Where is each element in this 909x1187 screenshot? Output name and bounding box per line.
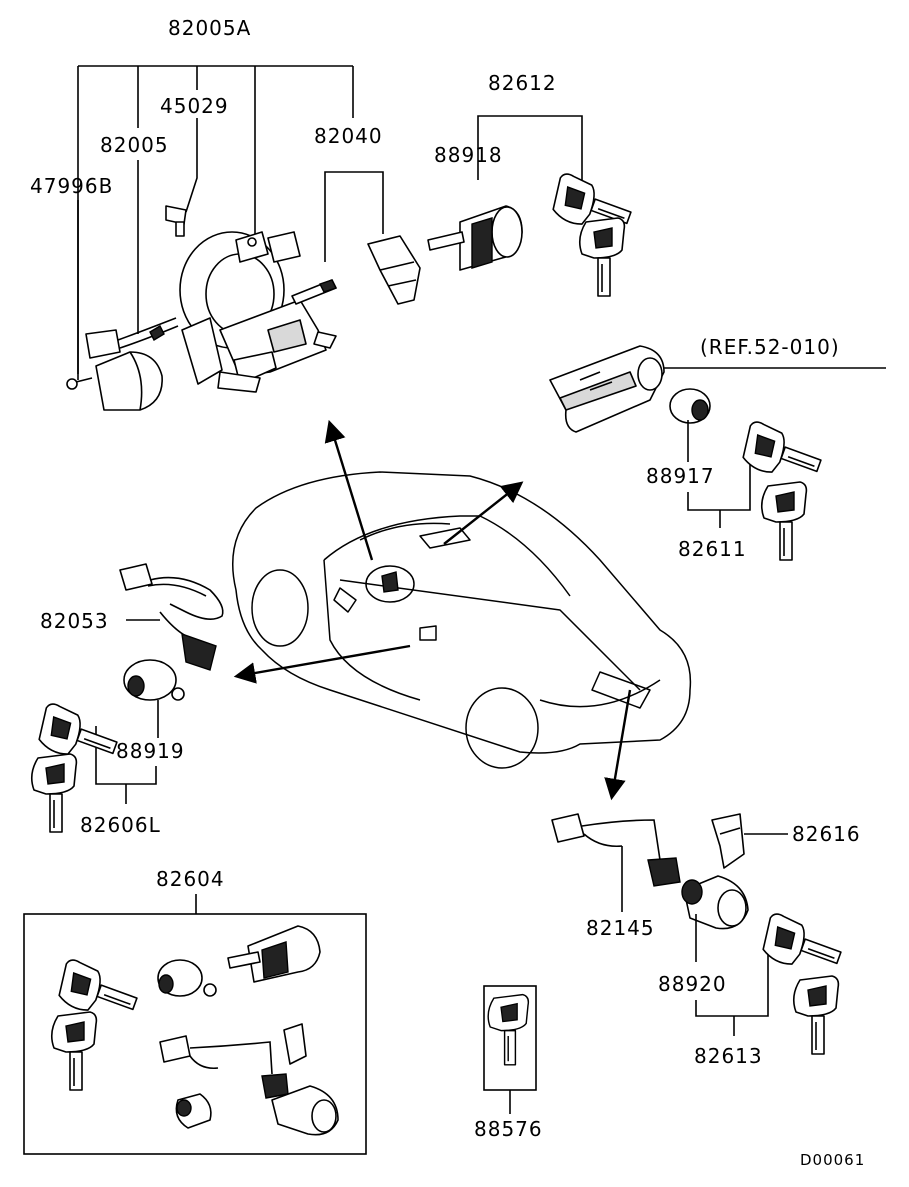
label-82612: 82612 — [488, 71, 557, 95]
drawing-code: D00061 — [800, 1151, 865, 1169]
label-82053: 82053 — [40, 609, 109, 633]
label-47996B: 47996B — [30, 174, 113, 198]
label-88576: 88576 — [474, 1117, 543, 1141]
label-88917: 88917 — [646, 464, 715, 488]
door-lock-kit-82606L: 82053 88919 82606L — [30, 563, 224, 837]
label-82040: 82040 — [314, 124, 383, 148]
trunk-lock-kit-82613: 82616 82145 88920 82613 — [551, 813, 861, 1068]
car-outline — [232, 471, 692, 769]
label-88919: 88919 — [116, 739, 185, 763]
label-82005: 82005 — [100, 133, 169, 157]
label-88920: 88920 — [658, 972, 727, 996]
cover-82040 — [367, 235, 421, 305]
label-82613: 82613 — [694, 1044, 763, 1068]
lock-set-82604: 82604 — [23, 867, 367, 1155]
ignition-cylinder-kit-82612: 82612 88918 — [427, 71, 637, 297]
label-82616: 82616 — [792, 822, 861, 846]
label-82005A: 82005A — [168, 16, 251, 40]
label-45029: 45029 — [160, 94, 229, 118]
label-82604: 82604 — [156, 867, 225, 891]
label-82611: 82611 — [678, 537, 747, 561]
label-88918: 88918 — [434, 143, 503, 167]
direction-arrows — [233, 419, 632, 801]
door-cylinder-kit-82611: 88917 82611 — [646, 388, 827, 561]
label-82145: 82145 — [586, 916, 655, 940]
door-handle-ref: (REF.52-010) — [549, 335, 886, 433]
blank-key-88576: 88576 — [474, 985, 543, 1141]
label-ref: (REF.52-010) — [700, 335, 840, 359]
steering-lock-assembly: 82005A 45029 82005 47996B 82040 — [30, 16, 384, 411]
label-82606L: 82606L — [80, 813, 161, 837]
